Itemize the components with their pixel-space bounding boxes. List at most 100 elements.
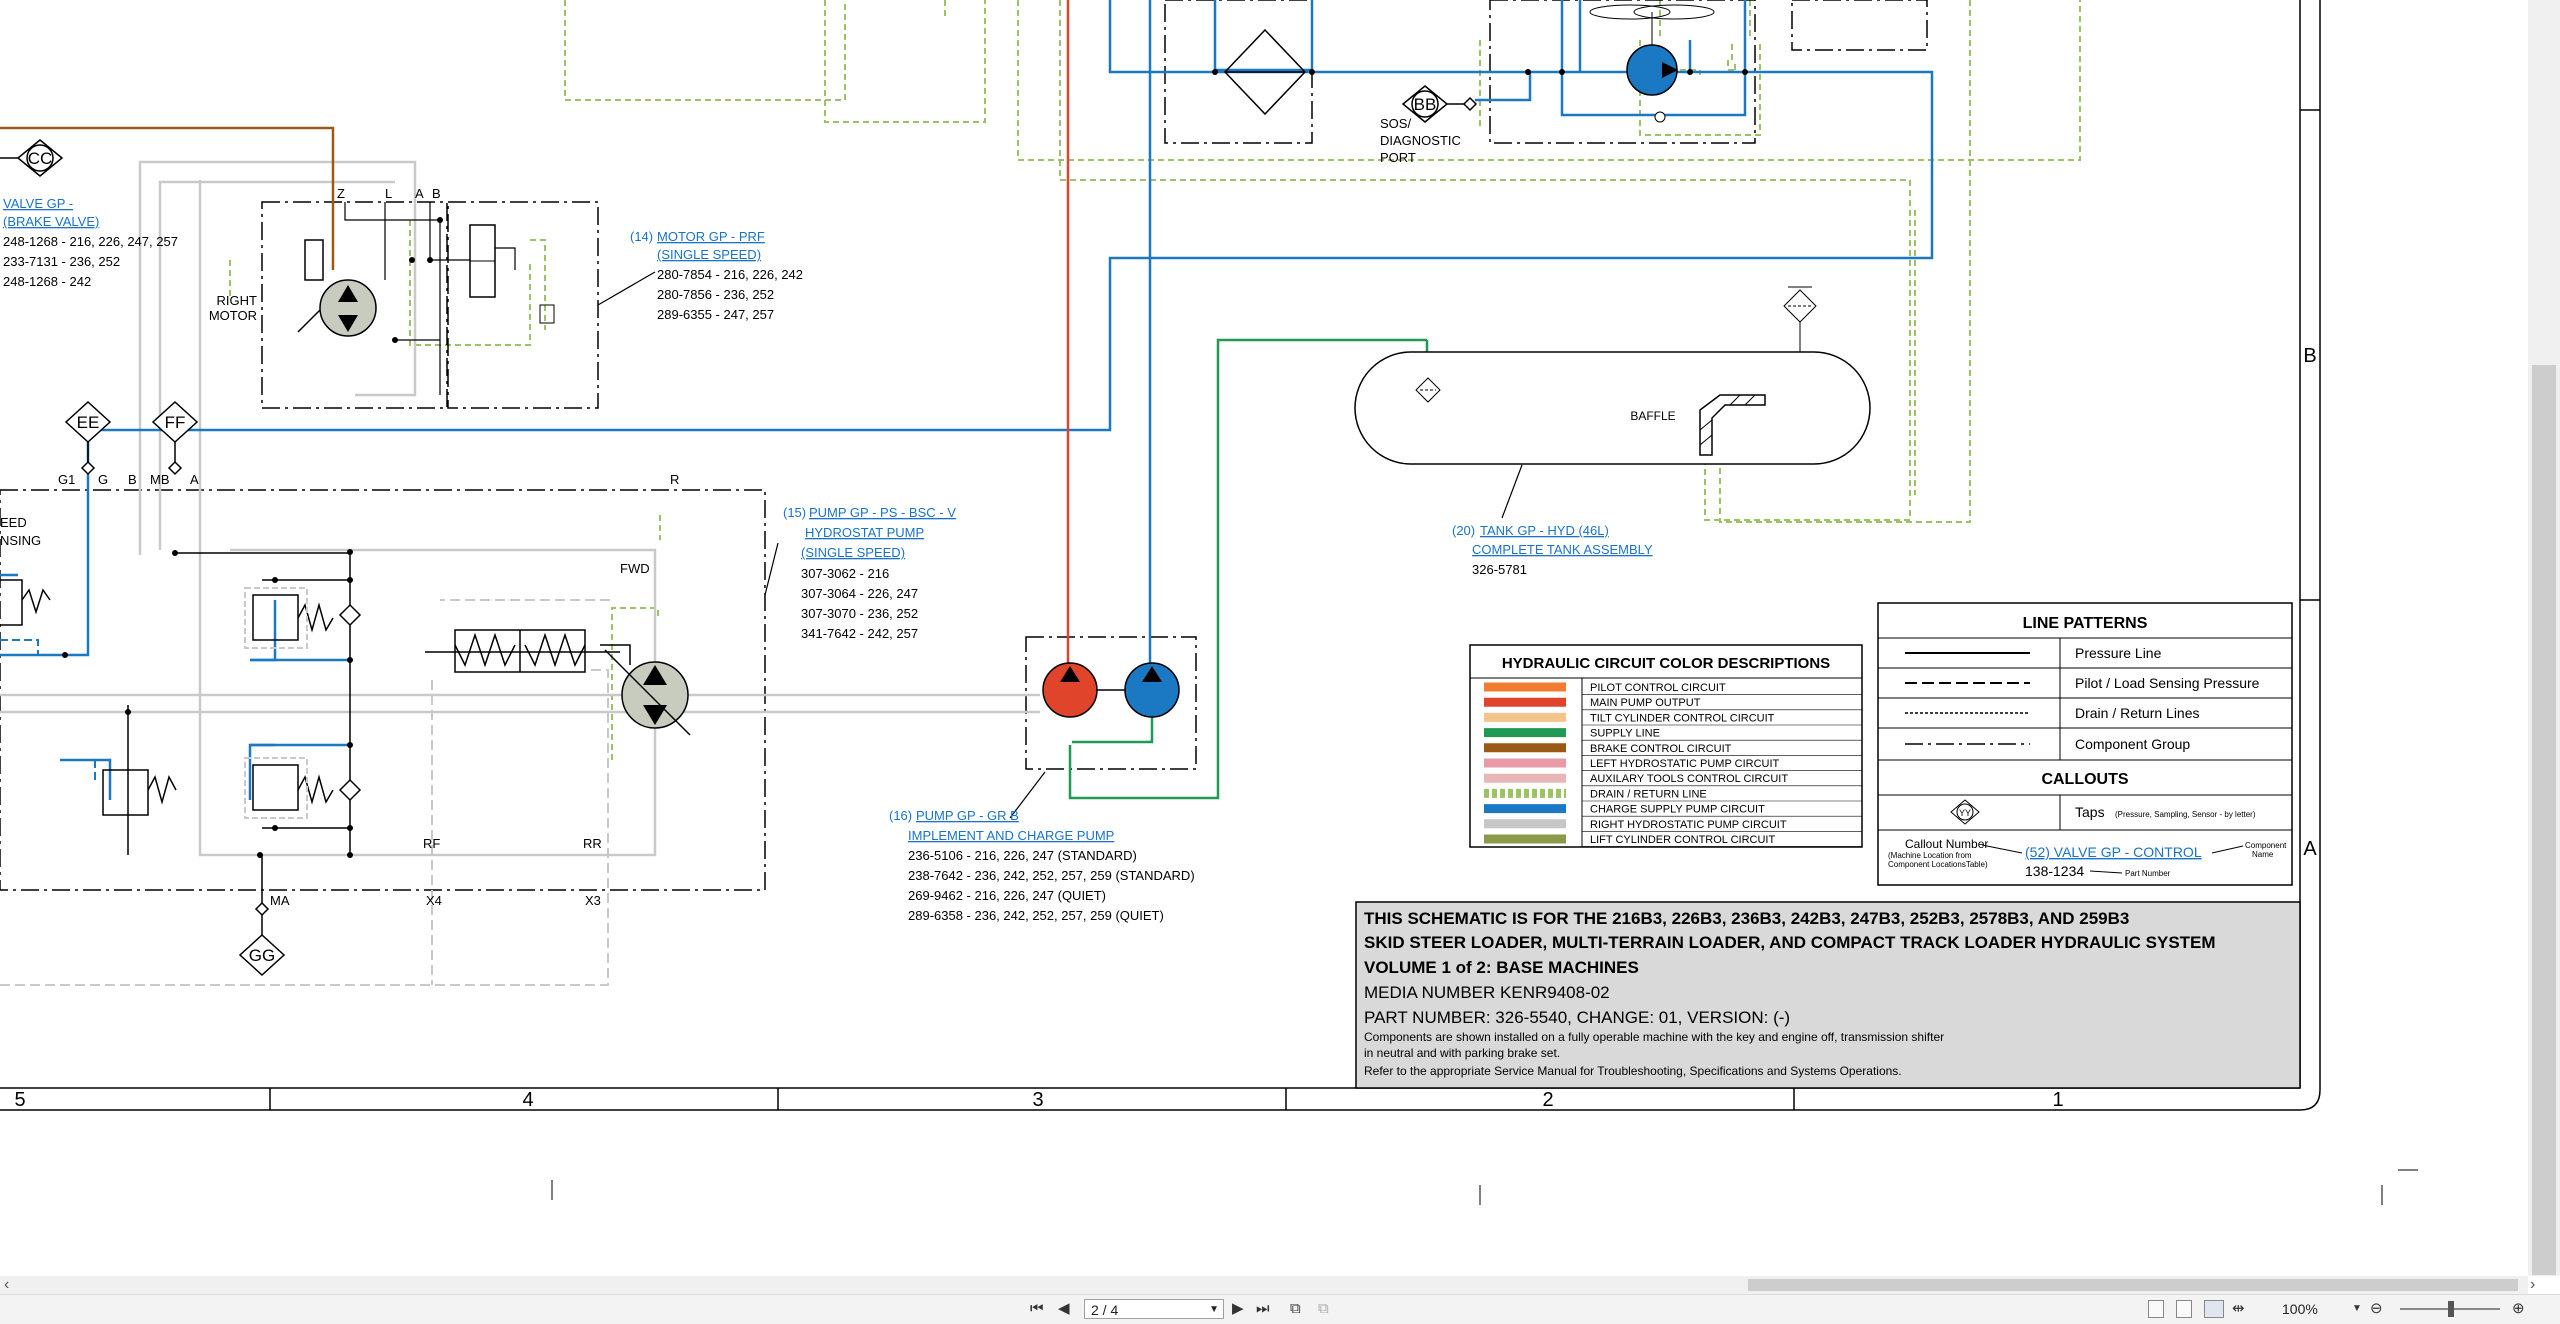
previous-page-icon[interactable]: ◀ <box>1058 1300 1070 1317</box>
horizontal-scroll-thumb[interactable] <box>1748 1279 2518 1291</box>
motor-gp-callout: (14) <box>630 229 653 244</box>
scroll-right-icon[interactable]: › <box>2530 1276 2536 1293</box>
tap-bb: BB <box>1401 85 1478 123</box>
port-r: R <box>670 472 679 487</box>
x3-label: X3 <box>585 893 601 908</box>
title-note-3: Refer to the appropriate Service Manual … <box>1364 1064 1902 1078</box>
line-patterns-title: LINE PATTERNS <box>2023 615 2148 632</box>
pump-gp-ps-part: 307-3064 - 226, 247 <box>801 586 918 601</box>
callouts-title: CALLOUTS <box>2041 771 2128 788</box>
line-patterns-legend: LINE PATTERNS Pressure Line Pilot / Load… <box>1877 602 2293 886</box>
right-motor-label-2: MOTOR <box>209 308 257 323</box>
svg-text:CC: CC <box>28 149 53 168</box>
tank-gp-link-2[interactable]: COMPLETE TANK ASSEMBLY <box>1472 542 1653 557</box>
pump-gp-gr-link-2[interactable]: IMPLEMENT AND CHARGE PUMP <box>908 828 1114 843</box>
legend-label: SUPPLY LINE <box>1590 728 1660 740</box>
grid-row-b: B <box>2303 345 2316 367</box>
pump-gp-ps-part: 307-3070 - 236, 252 <box>801 606 918 621</box>
callout-note-2: Component LocationsTable) <box>1888 860 1988 869</box>
svg-text:EE: EE <box>77 413 100 432</box>
pattern-pilot: Pilot / Load Sensing Pressure <box>2075 675 2260 691</box>
valve-gp-link-1[interactable]: VALVE GP - <box>3 196 73 211</box>
tap-symbol-label: YY <box>1959 808 1971 818</box>
copy-icon[interactable]: ⧉ <box>1290 1300 1301 1317</box>
tank-gp-link-1[interactable]: TANK GP - HYD (46L) <box>1480 523 1609 538</box>
valve-gp-part: 233-7131 - 236, 252 <box>3 254 120 269</box>
legend-label: DRAIN / RETURN LINE <box>1590 788 1707 800</box>
callout-number-label: Callout Number <box>1905 837 1988 851</box>
zoom-in-icon[interactable]: ⊕ <box>2512 1300 2525 1317</box>
svg-text:FF: FF <box>165 413 186 432</box>
motor-gp-part: 289-6355 - 247, 257 <box>657 307 774 322</box>
example-part: 138-1234 <box>2025 863 2084 879</box>
port-mb: MB <box>150 472 170 487</box>
next-page-icon[interactable]: ▶ <box>1232 1300 1244 1317</box>
legend-label: MAIN PUMP OUTPUT <box>1590 697 1701 709</box>
hydraulic-tank <box>1354 286 1871 465</box>
title-volume: VOLUME 1 of 2: BASE MACHINES <box>1364 958 1639 977</box>
single-page-view-icon[interactable] <box>2148 1300 2164 1318</box>
pump-gp-ps-part: 341-7642 - 242, 257 <box>801 626 918 641</box>
port-g: G <box>98 472 108 487</box>
right-motor-label-1: RIGHT <box>217 293 258 308</box>
tap-cc: CC <box>0 139 64 177</box>
motor-gp-link-1[interactable]: MOTOR GP - PRF <box>657 229 765 244</box>
title-media: MEDIA NUMBER KENR9408-02 <box>1364 983 1610 1002</box>
last-page-icon[interactable]: ⏭ <box>1256 1300 1270 1317</box>
pump-gp-ps-part: 307-3062 - 216 <box>801 566 889 581</box>
facing-view-icon[interactable] <box>2204 1300 2224 1318</box>
page-number-field[interactable]: 2 / 4▼ <box>1084 1299 1224 1319</box>
tank-gp-part: 326-5781 <box>1472 562 1527 577</box>
pump-gp-gr-part: 236-5106 - 216, 226, 247 (STANDARD) <box>908 848 1137 863</box>
svg-text:BB: BB <box>1414 95 1437 114</box>
legend-label: LIFT CYLINDER CONTROL CIRCUIT <box>1590 834 1775 846</box>
rf-label: RF <box>423 836 440 851</box>
zoom-slider-handle[interactable] <box>2448 1301 2454 1317</box>
fit-width-icon[interactable]: ⇹ <box>2232 1300 2245 1317</box>
pump-gp-ps-link-2[interactable]: HYDROSTAT PUMP <box>805 525 924 540</box>
valve-gp-part: 248-1268 - 216, 226, 247, 257 <box>3 234 178 249</box>
tap-ff: FF <box>151 400 199 476</box>
pump-gp-ps-link-1[interactable]: PUMP GP - PS - BSC - V <box>809 505 956 520</box>
legend-label: BRAKE CONTROL CIRCUIT <box>1590 743 1732 755</box>
baffle-label: BAFFLE <box>1630 409 1675 423</box>
scroll-left-icon[interactable]: ‹ <box>4 1276 10 1293</box>
page-dropdown-icon[interactable]: ▼ <box>1209 1304 1219 1315</box>
component-name-label-2: Name <box>2252 850 2274 859</box>
pattern-drain: Drain / Return Lines <box>2075 705 2200 721</box>
pump-gp-gr-part: 289-6358 - 236, 242, 252, 257, 259 (QUIE… <box>908 908 1164 923</box>
pump-gp-gr-callout: (16) <box>889 808 912 823</box>
nsing-label: NSING <box>0 533 41 548</box>
title-line-2: SKID STEER LOADER, MULTI-TERRAIN LOADER,… <box>1364 933 2216 952</box>
document-viewport[interactable]: 5 4 3 2 1 B A <box>0 0 2528 1276</box>
eed-label: EED <box>0 515 27 530</box>
first-page-icon[interactable]: ⏮ <box>1030 1300 1044 1317</box>
port-a2: A <box>190 472 199 487</box>
continuous-view-icon[interactable] <box>2176 1300 2192 1318</box>
sos-label-2: DIAGNOSTIC <box>1380 133 1461 148</box>
legend-label: RIGHT HYDROSTATIC PUMP CIRCUIT <box>1590 819 1787 831</box>
legend-label: TILT CYLINDER CONTROL CIRCUIT <box>1590 712 1775 724</box>
zoom-dropdown-icon[interactable]: ▼ <box>2352 1303 2362 1314</box>
hydrostat-pump-symbol <box>604 649 691 736</box>
pump-gp-gr-part: 238-7642 - 236, 242, 252, 257, 259 (STAN… <box>908 868 1195 883</box>
port-l: L <box>385 186 392 201</box>
pump-gp-ps-callout: (15) <box>783 505 806 520</box>
paste-icon[interactable]: ⧉ <box>1318 1300 1329 1317</box>
part-number-label: Part Number <box>2125 869 2171 878</box>
motor-gp-part: 280-7856 - 236, 252 <box>657 287 774 302</box>
valve-gp-part: 248-1268 - 242 <box>3 274 91 289</box>
motor-gp-link-2[interactable]: (SINGLE SPEED) <box>657 247 761 262</box>
pump-gp-gr-link-1[interactable]: PUMP GP - GR B <box>916 808 1019 823</box>
tank-gp-callout: (20) <box>1452 523 1475 538</box>
zoom-level[interactable]: 100% <box>2282 1301 2318 1317</box>
pump-gp-ps-link-3[interactable]: (SINGLE SPEED) <box>801 545 905 560</box>
vertical-scroll-thumb[interactable] <box>2532 365 2556 1275</box>
grid-col-5: 5 <box>14 1089 25 1111</box>
zoom-out-icon[interactable]: ⊖ <box>2370 1300 2383 1317</box>
valve-gp-link-2[interactable]: (BRAKE VALVE) <box>3 214 99 229</box>
sos-label-1: SOS/ <box>1380 116 1411 131</box>
color-legend: HYDRAULIC CIRCUIT COLOR DESCRIPTIONS PIL… <box>1469 644 1863 848</box>
port-b2: B <box>128 472 137 487</box>
legend-label: CHARGE SUPPLY PUMP CIRCUIT <box>1590 804 1765 816</box>
